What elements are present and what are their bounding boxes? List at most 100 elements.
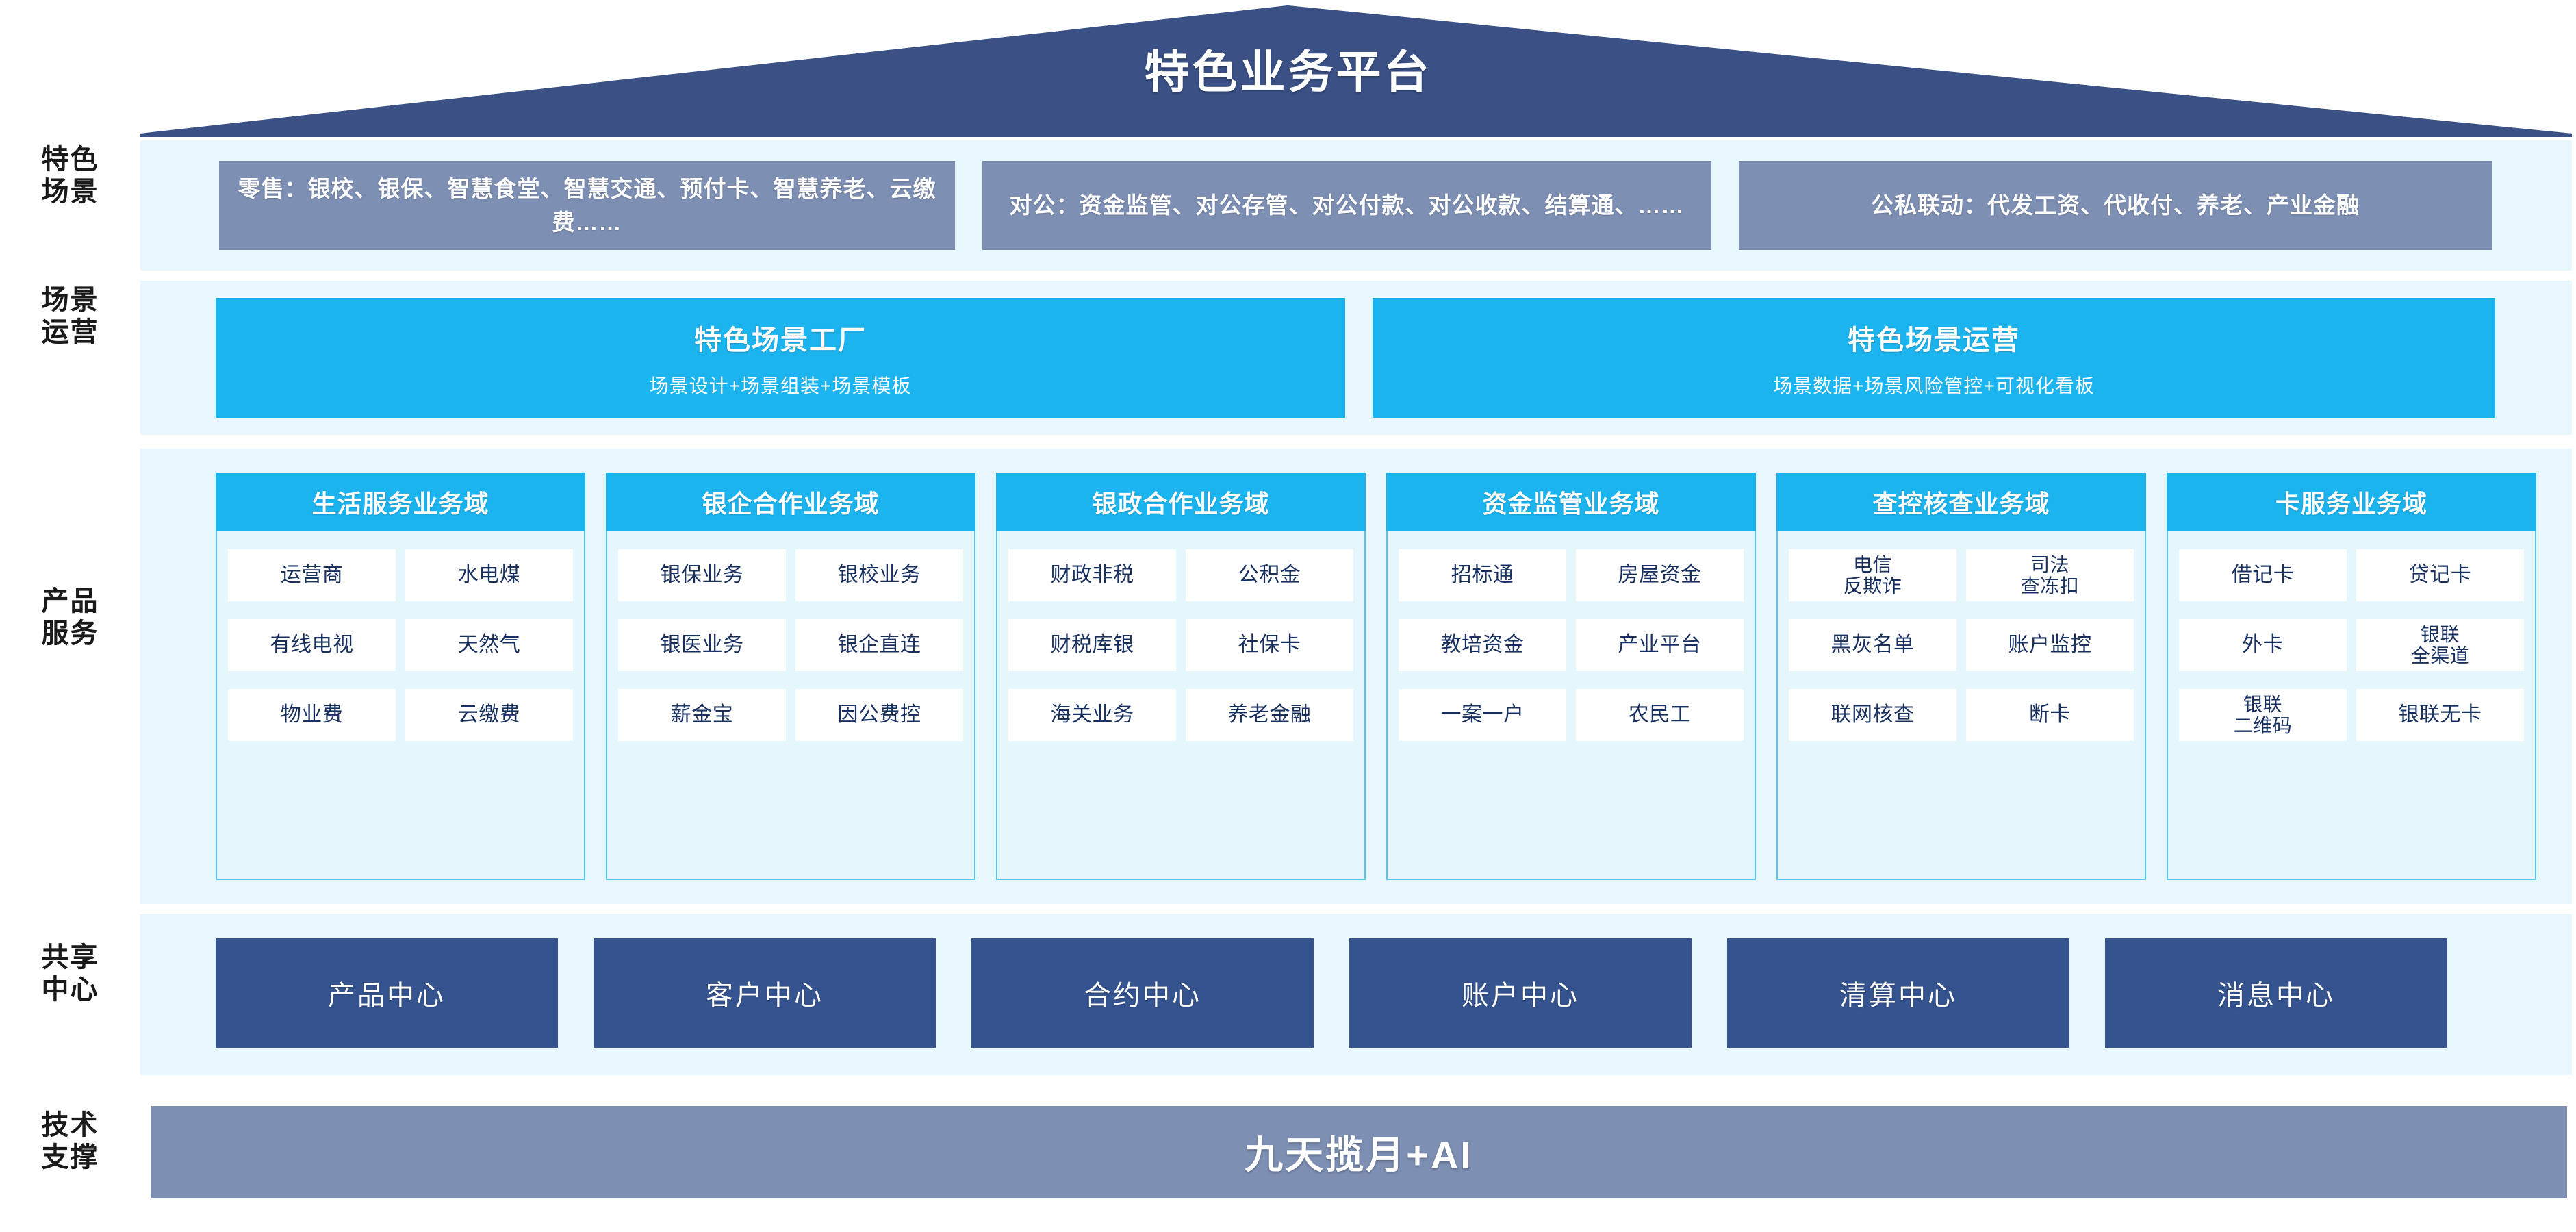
domain-cell[interactable]: 断卡 [1966, 689, 2134, 741]
domain-cell[interactable]: 公积金 [1186, 549, 1353, 601]
domain-grid-fund-supervision: 招标通 房屋资金 教培资金 产业平台 一案一户 农民工 [1388, 531, 1755, 756]
domain-cell[interactable]: 银保业务 [618, 549, 786, 601]
domain-cell[interactable]: 薪金宝 [618, 689, 786, 741]
domain-cell[interactable]: 联网核查 [1789, 689, 1956, 741]
domain-cell[interactable]: 电信反欺诈 [1789, 549, 1956, 601]
domain-cell[interactable]: 银联无卡 [2356, 689, 2524, 741]
domain-cell[interactable]: 有线电视 [228, 619, 396, 671]
domain-title-fund-supervision: 资金监管业务域 [1386, 473, 1756, 531]
domain-cell[interactable]: 银联二维码 [2179, 689, 2347, 741]
side-label-product-line2: 服务 [41, 618, 99, 649]
domain-grid-bank-government: 财政非税 公积金 财税库银 社保卡 海关业务 养老金融 [997, 531, 1364, 756]
operation-card-scene-operation-subtitle: 场景数据+场景风险管控+可视化看板 [1773, 375, 2095, 397]
scenario-card-public-private-text: 公私联动：代发工资、代收付、养老、产业金融 [1871, 192, 2360, 218]
domain-cell[interactable]: 一案一户 [1399, 689, 1566, 741]
side-label-operation-line1: 场景 [41, 285, 99, 315]
domain-cell[interactable]: 物业费 [228, 689, 396, 741]
domain-cell[interactable]: 银校业务 [795, 549, 963, 601]
operation-card-scene-factory-subtitle: 场景设计+场景组装+场景模板 [649, 375, 912, 397]
domain-cell[interactable]: 农民工 [1576, 689, 1744, 741]
scenario-card-retail-text: 零售：银校、银保、智慧食堂、智慧交通、预付卡、智慧养老、云缴费…… [238, 175, 936, 236]
domain-column-bank-government[interactable]: 银政合作业务域 财政非税 公积金 财税库银 社保卡 海关业务 养老金融 [996, 473, 1366, 880]
domain-title-bank-enterprise: 银企合作业务域 [606, 473, 975, 531]
domain-cell[interactable]: 外卡 [2179, 619, 2347, 671]
side-label-shared-line1: 共享 [41, 942, 99, 972]
side-label-tech: 技术 支撑 [0, 1109, 140, 1174]
tech-support-bar[interactable]: 九天揽月+AI [151, 1106, 2567, 1198]
domain-cell[interactable]: 银联全渠道 [2356, 619, 2524, 671]
side-label-scenario: 特色 场景 [0, 144, 140, 208]
shared-center-message[interactable]: 消息中心 [2105, 938, 2447, 1048]
domain-column-fund-supervision[interactable]: 资金监管业务域 招标通 房屋资金 教培资金 产业平台 一案一户 农民工 [1386, 473, 1756, 880]
shared-center-product[interactable]: 产品中心 [216, 938, 558, 1048]
domain-cell[interactable]: 借记卡 [2179, 549, 2347, 601]
side-label-product-line1: 产品 [41, 586, 99, 616]
side-label-scenario-line2: 场景 [41, 177, 99, 208]
domain-cell[interactable]: 天然气 [405, 619, 573, 671]
domain-cell[interactable]: 房屋资金 [1576, 549, 1744, 601]
shared-center-message-label: 消息中心 [2217, 981, 2335, 1011]
scenario-card-retail[interactable]: 零售：银校、银保、智慧食堂、智慧交通、预付卡、智慧养老、云缴费…… [219, 161, 955, 250]
side-label-tech-line1: 技术 [41, 1110, 99, 1140]
domain-cell[interactable]: 贷记卡 [2356, 549, 2524, 601]
domain-column-investigation-control[interactable]: 查控核查业务域 电信反欺诈 司法查冻扣 黑灰名单 账户监控 联网核查 断卡 [1776, 473, 2146, 880]
domain-column-bank-enterprise[interactable]: 银企合作业务域 银保业务 银校业务 银医业务 银企直连 薪金宝 因公费控 [606, 473, 975, 880]
side-label-tech-line2: 支撑 [41, 1142, 99, 1173]
domain-cell[interactable]: 司法查冻扣 [1966, 549, 2134, 601]
scenario-card-corporate-text: 对公：资金监管、对公存管、对公付款、对公收款、结算通、…… [1009, 192, 1685, 218]
tech-support-label: 九天揽月+AI [1245, 1133, 1473, 1177]
side-label-scenario-line1: 特色 [41, 144, 99, 175]
domain-cell[interactable]: 黑灰名单 [1789, 619, 1956, 671]
scenario-card-public-private[interactable]: 公私联动：代发工资、代收付、养老、产业金融 [1739, 161, 2492, 250]
domain-cell[interactable]: 运营商 [228, 549, 396, 601]
domain-column-card-service[interactable]: 卡服务业务域 借记卡 贷记卡 外卡 银联全渠道 银联二维码 银联无卡 [2167, 473, 2536, 880]
domain-column-life-service[interactable]: 生活服务业务域 运营商 水电煤 有线电视 天然气 物业费 云缴费 [216, 473, 585, 880]
domain-grid-card-service: 借记卡 贷记卡 外卡 银联全渠道 银联二维码 银联无卡 [2168, 531, 2535, 756]
domain-cell[interactable]: 银医业务 [618, 619, 786, 671]
platform-banner: 特色业务平台 [0, 0, 2576, 137]
domain-cell[interactable]: 因公费控 [795, 689, 963, 741]
domain-cell[interactable]: 产业平台 [1576, 619, 1744, 671]
shared-center-row-panel: 产品中心 客户中心 合约中心 账户中心 清算中心 消息中心 [140, 914, 2572, 1075]
shared-center-product-label: 产品中心 [328, 981, 446, 1011]
operation-card-scene-factory[interactable]: 特色场景工厂 场景设计+场景组装+场景模板 [216, 298, 1345, 418]
domain-cell[interactable]: 银企直连 [795, 619, 963, 671]
domain-title-bank-government: 银政合作业务域 [996, 473, 1366, 531]
domain-title-life-service: 生活服务业务域 [216, 473, 585, 531]
domain-cell[interactable]: 教培资金 [1399, 619, 1566, 671]
scenario-card-corporate[interactable]: 对公：资金监管、对公存管、对公付款、对公收款、结算通、…… [982, 161, 1711, 250]
scenario-row-panel: 零售：银校、银保、智慧食堂、智慧交通、预付卡、智慧养老、云缴费…… 对公：资金监… [140, 140, 2572, 271]
side-label-operation-line2: 运营 [41, 317, 99, 348]
domain-cell[interactable]: 财政非税 [1008, 549, 1176, 601]
domain-title-investigation-control: 查控核查业务域 [1776, 473, 2146, 531]
page-title: 特色业务平台 [1144, 47, 1432, 97]
domain-cell[interactable]: 招标通 [1399, 549, 1566, 601]
shared-center-settlement[interactable]: 清算中心 [1727, 938, 2069, 1048]
domain-cell[interactable]: 水电煤 [405, 549, 573, 601]
operation-card-scene-operation-title: 特色场景运营 [1848, 325, 2020, 355]
domain-cell[interactable]: 养老金融 [1186, 689, 1353, 741]
shared-center-account-label: 账户中心 [1462, 981, 1579, 1011]
domain-cell[interactable]: 账户监控 [1966, 619, 2134, 671]
domain-grid-investigation-control: 电信反欺诈 司法查冻扣 黑灰名单 账户监控 联网核查 断卡 [1778, 531, 2145, 756]
domain-cell[interactable]: 社保卡 [1186, 619, 1353, 671]
operation-card-scene-operation[interactable]: 特色场景运营 场景数据+场景风险管控+可视化看板 [1373, 298, 2495, 418]
domain-cell[interactable]: 云缴费 [405, 689, 573, 741]
shared-center-contract-label: 合约中心 [1084, 981, 1201, 1011]
product-service-row-panel: 生活服务业务域 运营商 水电煤 有线电视 天然气 物业费 云缴费 银企合作业务域… [140, 449, 2572, 904]
domain-cell[interactable]: 海关业务 [1008, 689, 1176, 741]
side-label-shared-line2: 中心 [41, 975, 99, 1005]
shared-center-contract[interactable]: 合约中心 [971, 938, 1314, 1048]
domain-grid-bank-enterprise: 银保业务 银校业务 银医业务 银企直连 薪金宝 因公费控 [607, 531, 974, 756]
operation-row-panel: 特色场景工厂 场景设计+场景组装+场景模板 特色场景运营 场景数据+场景风险管控… [140, 281, 2572, 435]
shared-center-customer[interactable]: 客户中心 [594, 938, 936, 1048]
side-label-shared: 共享 中心 [0, 942, 140, 1006]
shared-center-settlement-label: 清算中心 [1839, 981, 1957, 1011]
side-label-product: 产品 服务 [0, 586, 140, 650]
side-label-operation: 场景 运营 [0, 284, 140, 349]
operation-card-scene-factory-title: 特色场景工厂 [694, 325, 867, 355]
domain-cell[interactable]: 财税库银 [1008, 619, 1176, 671]
domain-grid-life-service: 运营商 水电煤 有线电视 天然气 物业费 云缴费 [217, 531, 584, 756]
shared-center-account[interactable]: 账户中心 [1349, 938, 1692, 1048]
domain-title-card-service: 卡服务业务域 [2167, 473, 2536, 531]
